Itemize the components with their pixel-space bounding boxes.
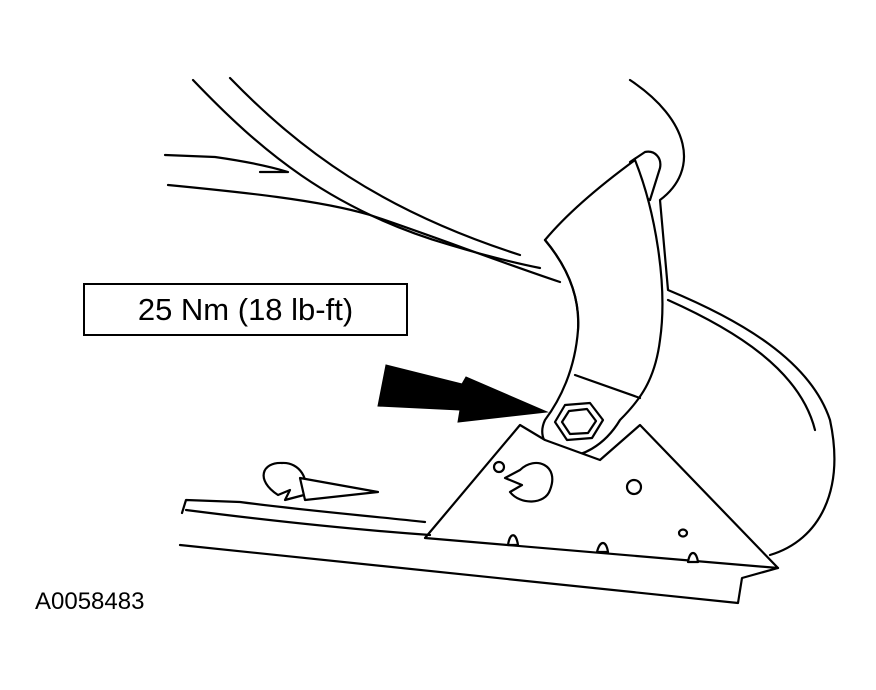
bracket-hole-tiny — [677, 528, 689, 538]
rail-slot-3 — [686, 551, 700, 564]
figure-id: A0058483 — [35, 588, 145, 615]
bracket-hole-small — [492, 460, 506, 474]
seat-back-upper-edge — [191, 78, 542, 270]
seat-back-fold-line — [163, 153, 290, 174]
rail-slot-1 — [506, 534, 520, 547]
recliner-arm — [541, 158, 664, 458]
floor-track-rail-mid — [184, 508, 432, 537]
seat-back-lower-edge — [166, 183, 562, 284]
floor-track-rail — [180, 498, 427, 524]
rail-slot-2 — [595, 541, 610, 554]
hex-bolt-inner — [560, 407, 598, 436]
floor-track-rail-lower — [178, 543, 780, 605]
recliner-arm-inner-edge — [543, 238, 580, 332]
pointer-arrow — [377, 364, 549, 423]
rail-lever-handle — [298, 476, 380, 502]
seat-back-edge-2 — [228, 76, 522, 257]
torque-spec-callout: 25 Nm (18 lb-ft) — [83, 283, 408, 336]
torque-spec-label: 25 Nm (18 lb-ft) — [137, 291, 354, 327]
seat-cushion-inner-line — [666, 298, 817, 432]
bracket-knob — [503, 461, 554, 503]
seat-cushion-outline — [628, 78, 836, 557]
rail-lever-knob — [262, 461, 307, 502]
recliner-arm-joint-line — [573, 373, 642, 400]
bracket-hole-medium — [625, 478, 643, 496]
